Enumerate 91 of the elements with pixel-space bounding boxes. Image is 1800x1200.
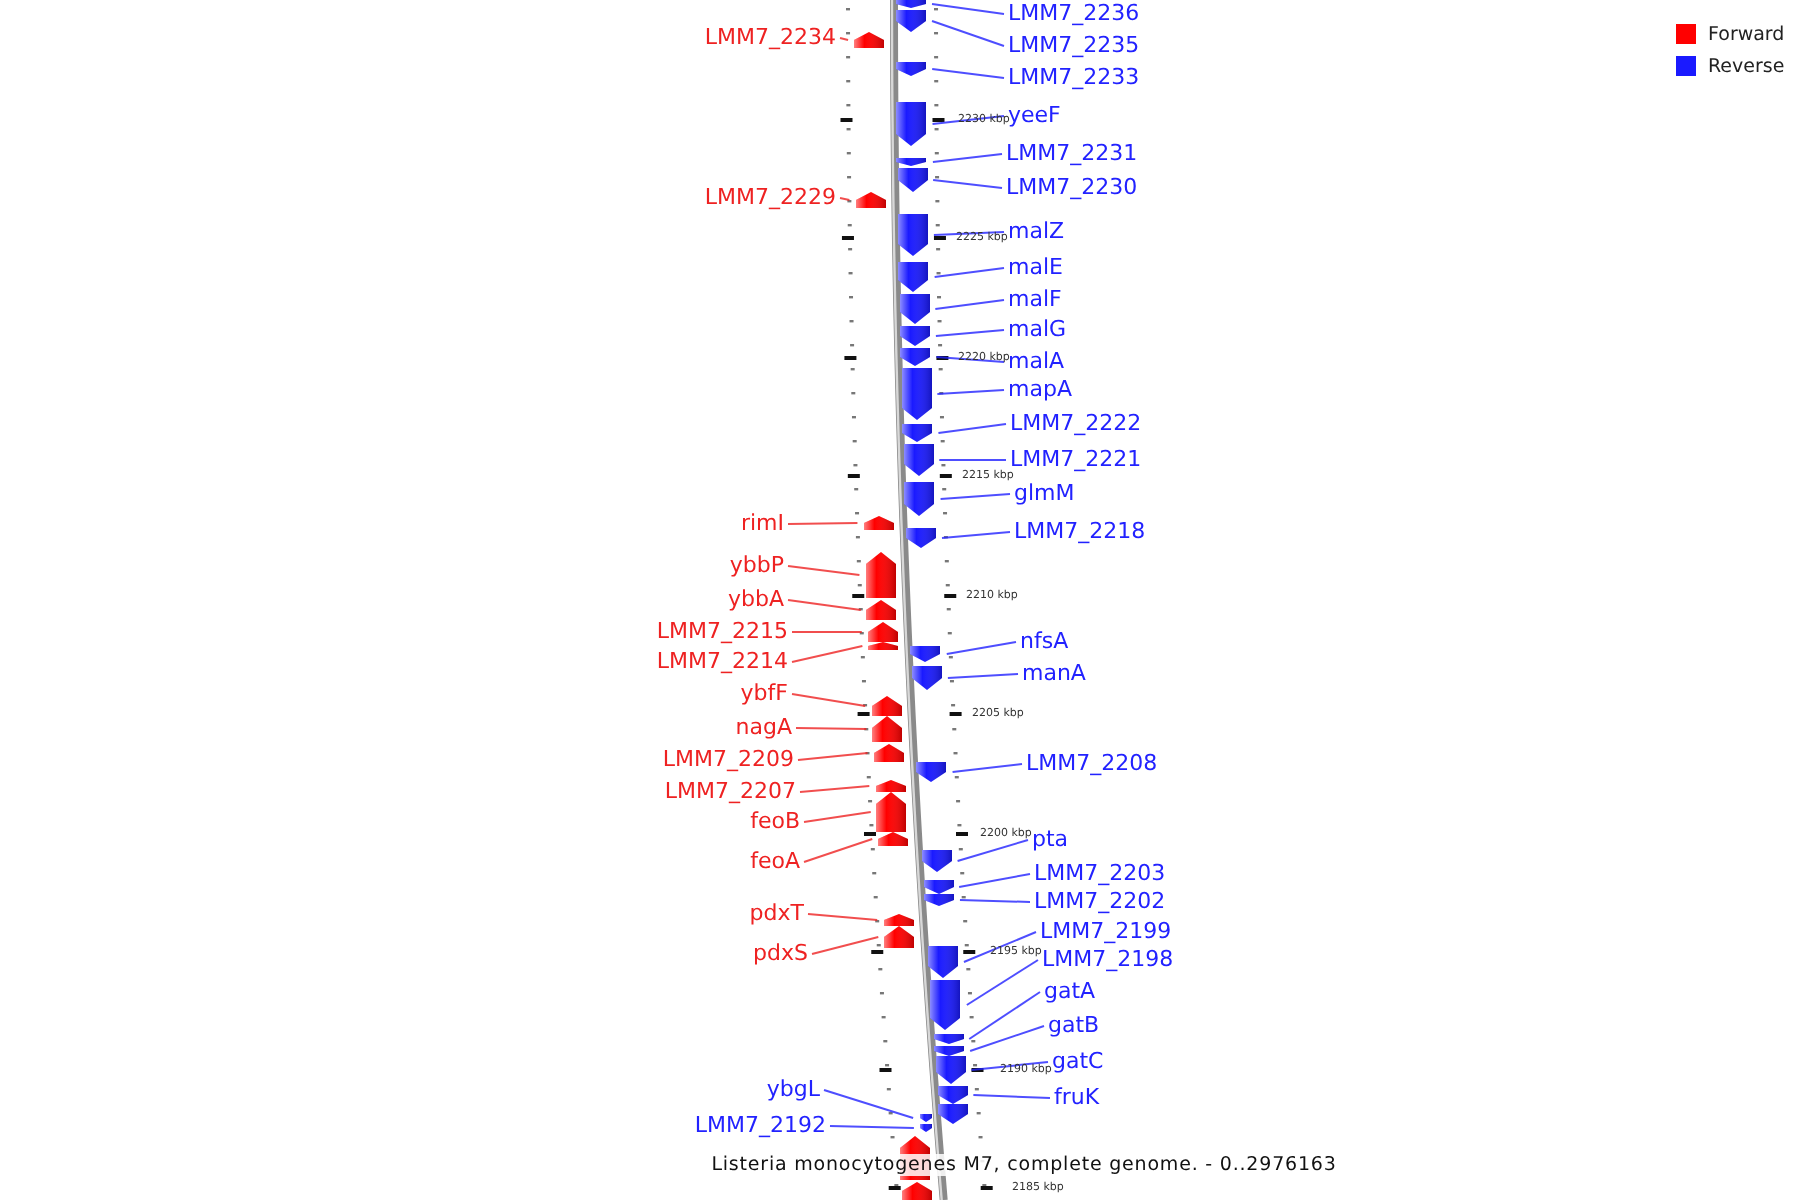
gene-label: LMM7_2202	[1034, 888, 1166, 916]
leader-line	[791, 693, 867, 707]
leader-line	[937, 423, 1007, 434]
gene-label: LMM7_2231	[1006, 140, 1138, 168]
leader-line	[936, 389, 1005, 395]
gene-label: LMM7_2233	[1008, 64, 1140, 92]
gene-label: malE	[1008, 254, 1063, 282]
leader-line	[951, 763, 1023, 773]
leader-line	[807, 913, 879, 921]
gene-label: LMM7_2209	[662, 746, 794, 774]
leader-line	[946, 673, 1019, 679]
gene-label: LMM7_2215	[656, 618, 788, 646]
gene-label: glmM	[1014, 480, 1075, 508]
caption: Listeria monocytogenes M7, complete genome. - 0..2976163	[711, 1154, 1337, 1176]
leader-line	[787, 565, 861, 576]
leader-line	[803, 838, 874, 863]
leader-line	[823, 1089, 915, 1119]
gene-label: LMM7_2214	[656, 648, 788, 676]
leader-line	[932, 179, 1003, 189]
gene-label: pdxT	[749, 900, 804, 928]
gene-label: LMM7_2192	[694, 1112, 826, 1140]
gene-label: pta	[1032, 826, 1069, 854]
leader-line	[962, 931, 1037, 963]
leader-line	[791, 645, 864, 663]
leader-line	[787, 599, 862, 611]
gene-label: malZ	[1008, 218, 1065, 246]
leader-line	[839, 37, 850, 41]
leader-line	[938, 459, 1007, 461]
gene-label: LMM7_2208	[1026, 750, 1158, 778]
gene-label: ybbP	[729, 552, 784, 580]
gene-label: nagA	[735, 714, 792, 742]
leader-line	[803, 811, 872, 823]
legend-label: Forward	[1708, 23, 1785, 45]
leader-line	[931, 68, 1005, 79]
leader-line	[972, 1094, 1051, 1099]
leader-line	[829, 1125, 915, 1129]
gene-label: ybfF	[740, 680, 788, 708]
leader-line	[811, 936, 880, 955]
gene-label: malG	[1008, 316, 1067, 344]
gene-label: feoA	[750, 848, 800, 876]
gene-label: rimI	[740, 510, 784, 538]
gene-label: fruK	[1054, 1084, 1100, 1112]
leader-line	[934, 329, 1005, 337]
gene-label: LMM7_2199	[1040, 918, 1172, 946]
gene-label: LMM7_2203	[1034, 860, 1166, 888]
leader-line	[939, 493, 1011, 500]
leader-line	[839, 197, 851, 201]
leader-line	[931, 3, 1005, 15]
gene-label: LMM7_2230	[1006, 174, 1138, 202]
leader-line	[932, 231, 1005, 236]
leader-line	[969, 1025, 1045, 1052]
gene-label: feoB	[750, 808, 800, 836]
gene-label: pdxS	[753, 940, 808, 968]
gene-label: LMM7_2235	[1008, 32, 1140, 60]
leader-line	[970, 1061, 1049, 1071]
gene-label: malA	[1008, 348, 1065, 376]
leader-line	[941, 531, 1011, 539]
leader-line	[958, 899, 1031, 903]
gene-label: LMM7_2236	[1008, 0, 1140, 28]
leader-line	[945, 641, 1017, 655]
gene-label: gatC	[1052, 1048, 1104, 1076]
leader-line	[933, 267, 1005, 278]
leader-line	[795, 727, 868, 730]
leader-line	[968, 991, 1041, 1040]
gene-label: LMM7_2218	[1014, 518, 1146, 546]
gene-label: mapA	[1008, 376, 1072, 404]
gene-label: ybbA	[728, 586, 784, 614]
leader-line	[931, 153, 1003, 163]
gene-label: LMM7_2207	[664, 778, 796, 806]
leader-line	[787, 522, 859, 525]
leader-line	[958, 873, 1031, 888]
gene-label: gatA	[1044, 978, 1096, 1006]
leader-line	[934, 299, 1005, 310]
leader-line	[931, 20, 1005, 47]
gene-label: gatB	[1048, 1012, 1100, 1040]
leader-line	[965, 959, 1039, 1006]
leader-line	[791, 631, 863, 633]
gene-label: LMM7_2229	[704, 184, 836, 212]
gene-label: LMM7_2198	[1042, 946, 1174, 974]
gene-label: LMM7_2222	[1010, 410, 1142, 438]
gene-label: nfsA	[1020, 628, 1069, 656]
leader-line	[799, 785, 871, 793]
leader-line	[797, 752, 869, 761]
legend-label: Reverse	[1708, 55, 1785, 77]
gene-label: malF	[1008, 286, 1062, 314]
leader-line	[956, 839, 1029, 862]
gene-label: LMM7_2221	[1010, 446, 1142, 474]
gene-label: yeeF	[1008, 102, 1061, 130]
gene-label: LMM7_2234	[704, 24, 836, 52]
gene-label: manA	[1022, 660, 1086, 688]
gene-label: ybgL	[766, 1076, 820, 1104]
